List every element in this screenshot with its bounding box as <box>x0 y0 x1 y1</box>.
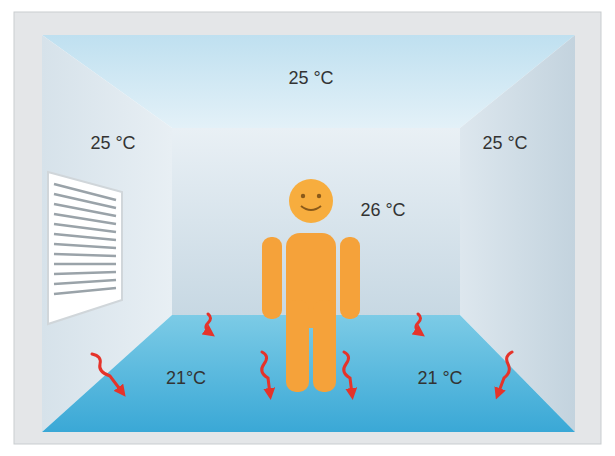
heat-arrow <box>262 352 270 394</box>
person <box>262 179 360 392</box>
louver <box>54 224 116 232</box>
temperature-label: 25 °C <box>482 133 527 154</box>
louver <box>54 184 116 200</box>
louver <box>54 214 116 224</box>
temperature-label: 21°C <box>166 368 206 389</box>
louver <box>54 263 116 266</box>
temperature-label: 25 °C <box>288 68 333 89</box>
heat-arrow <box>498 352 512 394</box>
louver <box>54 272 116 274</box>
louver <box>54 288 116 294</box>
room-opening <box>42 35 575 432</box>
heat-arrow <box>416 314 421 333</box>
person-smile <box>301 206 321 210</box>
heat-arrow <box>344 352 352 394</box>
heat-flow-arrows <box>92 314 512 394</box>
heat-arrow <box>92 354 122 392</box>
louver <box>54 254 116 256</box>
temperature-label: 26 °C <box>360 200 405 221</box>
outer-frame <box>14 12 601 444</box>
louver <box>54 280 116 284</box>
louver <box>54 244 116 248</box>
person-head <box>289 179 333 223</box>
person-leg <box>286 300 309 392</box>
heat-arrow <box>206 314 211 333</box>
window-frame <box>48 172 122 324</box>
temperature-label: 25 °C <box>90 133 135 154</box>
person-arm <box>340 237 360 319</box>
person-eye <box>317 194 321 198</box>
louver <box>54 204 116 216</box>
temperature-label: 21 °C <box>417 368 462 389</box>
person-leg <box>313 300 336 392</box>
louver <box>54 234 116 240</box>
window-louvers <box>54 184 116 294</box>
person-eye <box>301 194 305 198</box>
person-arm <box>262 237 282 319</box>
